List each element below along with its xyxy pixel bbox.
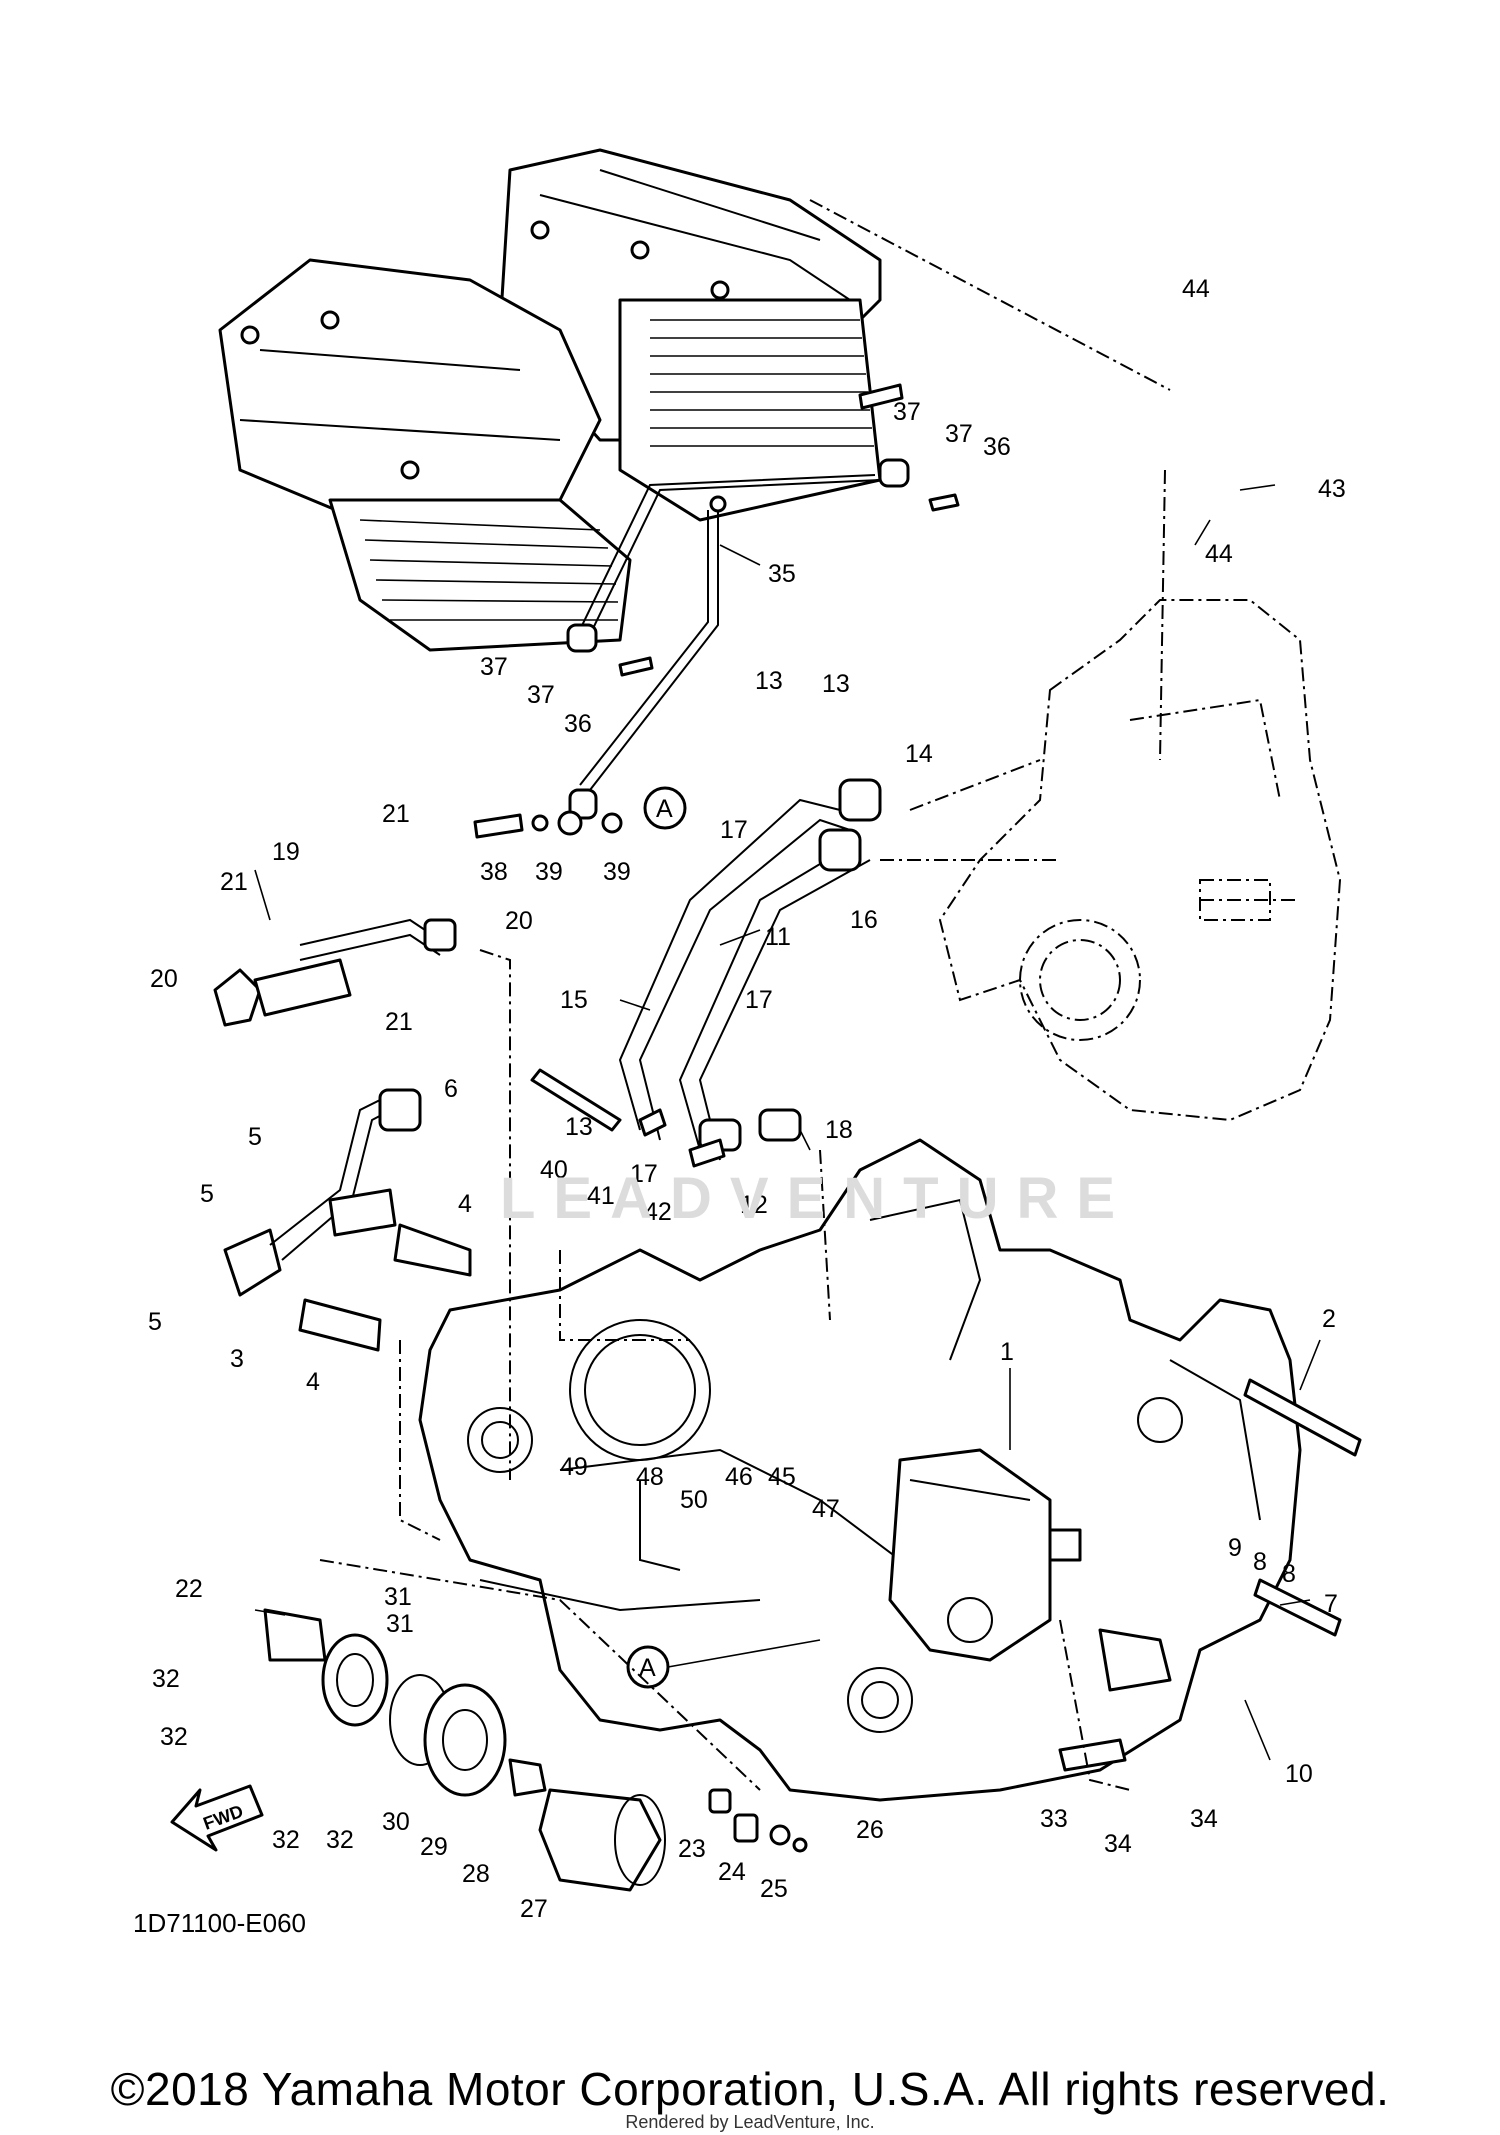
callout-32b: 32: [160, 1723, 188, 1751]
reference-marker-a-top: A: [643, 786, 687, 830]
callout-17b: 17: [745, 986, 773, 1014]
callout-40: 40: [540, 1156, 568, 1184]
strainers-4: [298, 1223, 472, 1352]
copyright-notice: ©2018 Yamaha Motor Corporation, U.S.A. A…: [110, 2063, 1390, 2115]
callout-19: 19: [272, 838, 300, 866]
reference-label: A: [639, 1654, 656, 1682]
callout-20: 20: [505, 907, 533, 935]
right-crankcase-outline: [938, 599, 1342, 1122]
callout-16: 16: [850, 906, 878, 934]
callout-44: 44: [1182, 275, 1210, 303]
reference-label: A: [656, 795, 673, 823]
diagram-code: 1D71100-E060: [133, 1908, 306, 1938]
callout-8b: 8: [1282, 1560, 1296, 1588]
callout-1: 1: [1000, 1338, 1014, 1366]
callout-8: 8: [1253, 1548, 1267, 1576]
callout-14: 14: [905, 740, 933, 768]
callout-41: 41: [587, 1182, 615, 1210]
callout-39: 39: [535, 858, 563, 886]
callout-42: 42: [644, 1198, 672, 1226]
parts-diagram: FWD A A: [148, 148, 1362, 1923]
callout-37: 37: [893, 398, 921, 426]
oil-strainer-pipe: [213, 918, 457, 1027]
callout-50: 50: [680, 1486, 708, 1514]
callout-44b: 44: [1205, 540, 1233, 568]
callout-13c: 13: [565, 1113, 593, 1141]
cylinder-head-assembly: [218, 148, 882, 652]
callout-29: 29: [420, 1833, 448, 1861]
callout-32c: 32: [272, 1826, 300, 1854]
callout-17: 17: [720, 816, 748, 844]
callout-28: 28: [462, 1860, 490, 1888]
callout-49: 49: [560, 1453, 588, 1481]
callout-36b: 36: [564, 710, 592, 738]
callout-10: 10: [1285, 1760, 1313, 1788]
callout-15: 15: [560, 986, 588, 1014]
callout-31: 31: [384, 1583, 412, 1611]
callout-30: 30: [382, 1808, 410, 1836]
callout-26: 26: [856, 1816, 884, 1844]
oil-filter-group: [263, 1608, 808, 1892]
callout-36: 36: [983, 433, 1011, 461]
callout-39b: 39: [603, 858, 631, 886]
callout-22: 22: [175, 1575, 203, 1603]
callout-6: 6: [444, 1075, 458, 1103]
callout-21b: 21: [220, 868, 248, 896]
callout-20b: 20: [150, 965, 178, 993]
rendered-by-notice: Rendered by LeadVenture, Inc.: [625, 2112, 875, 2132]
callout-23: 23: [678, 1835, 706, 1863]
callout-5: 5: [248, 1123, 262, 1151]
fwd-arrow: FWD: [170, 1784, 264, 1852]
callout-9: 9: [1228, 1534, 1242, 1562]
callout-21c: 21: [385, 1008, 413, 1036]
callout-45: 45: [768, 1463, 796, 1491]
callout-32: 32: [152, 1665, 180, 1693]
callout-2: 2: [1322, 1305, 1336, 1333]
callout-4: 4: [458, 1190, 472, 1218]
callout-37b: 37: [945, 420, 973, 448]
callout-13b: 13: [822, 670, 850, 698]
callout-34: 34: [1190, 1805, 1218, 1833]
callout-37c: 37: [480, 653, 508, 681]
callout-31b: 31: [386, 1610, 414, 1638]
callout-46: 46: [725, 1463, 753, 1491]
callout-4b: 4: [306, 1368, 320, 1396]
callout-24: 24: [718, 1858, 746, 1886]
oil-delivery-pipes: [566, 458, 910, 1161]
callout-43: 43: [1318, 475, 1346, 503]
callout-35: 35: [768, 560, 796, 588]
callout-48: 48: [636, 1463, 664, 1491]
reference-marker-a-bottom: A: [626, 1639, 821, 1689]
watermark: LEADVENTURE: [500, 1166, 1134, 1231]
callout-11: 11: [765, 923, 791, 951]
fasteners: [473, 383, 1362, 1772]
callout-7: 7: [1324, 1590, 1338, 1618]
callout-5b: 5: [200, 1180, 214, 1208]
callout-17c: 17: [630, 1160, 658, 1188]
callout-5c: 5: [148, 1308, 162, 1336]
callout-3: 3: [230, 1345, 244, 1373]
callout-21: 21: [382, 800, 410, 828]
callout-32d: 32: [326, 1826, 354, 1854]
callout-37d: 37: [527, 681, 555, 709]
leader-lines: [254, 484, 1321, 1761]
callout-47: 47: [812, 1495, 840, 1523]
callout-12: 12: [740, 1191, 768, 1219]
callout-34b: 34: [1104, 1830, 1132, 1858]
callout-13: 13: [755, 667, 783, 695]
callout-27: 27: [520, 1895, 548, 1923]
callout-25: 25: [760, 1875, 788, 1903]
oil-pipe-3: [223, 1088, 422, 1297]
callout-33: 33: [1040, 1805, 1068, 1833]
callouts: 1 2 3 4 4 5 5 5 6 7 8 8 9 10 11 12 13 13…: [148, 275, 1346, 1923]
callout-38: 38: [480, 858, 508, 886]
callout-18: 18: [825, 1116, 853, 1144]
crankcase-assembly: [418, 1138, 1302, 1802]
reference-lines: [319, 199, 1171, 1791]
